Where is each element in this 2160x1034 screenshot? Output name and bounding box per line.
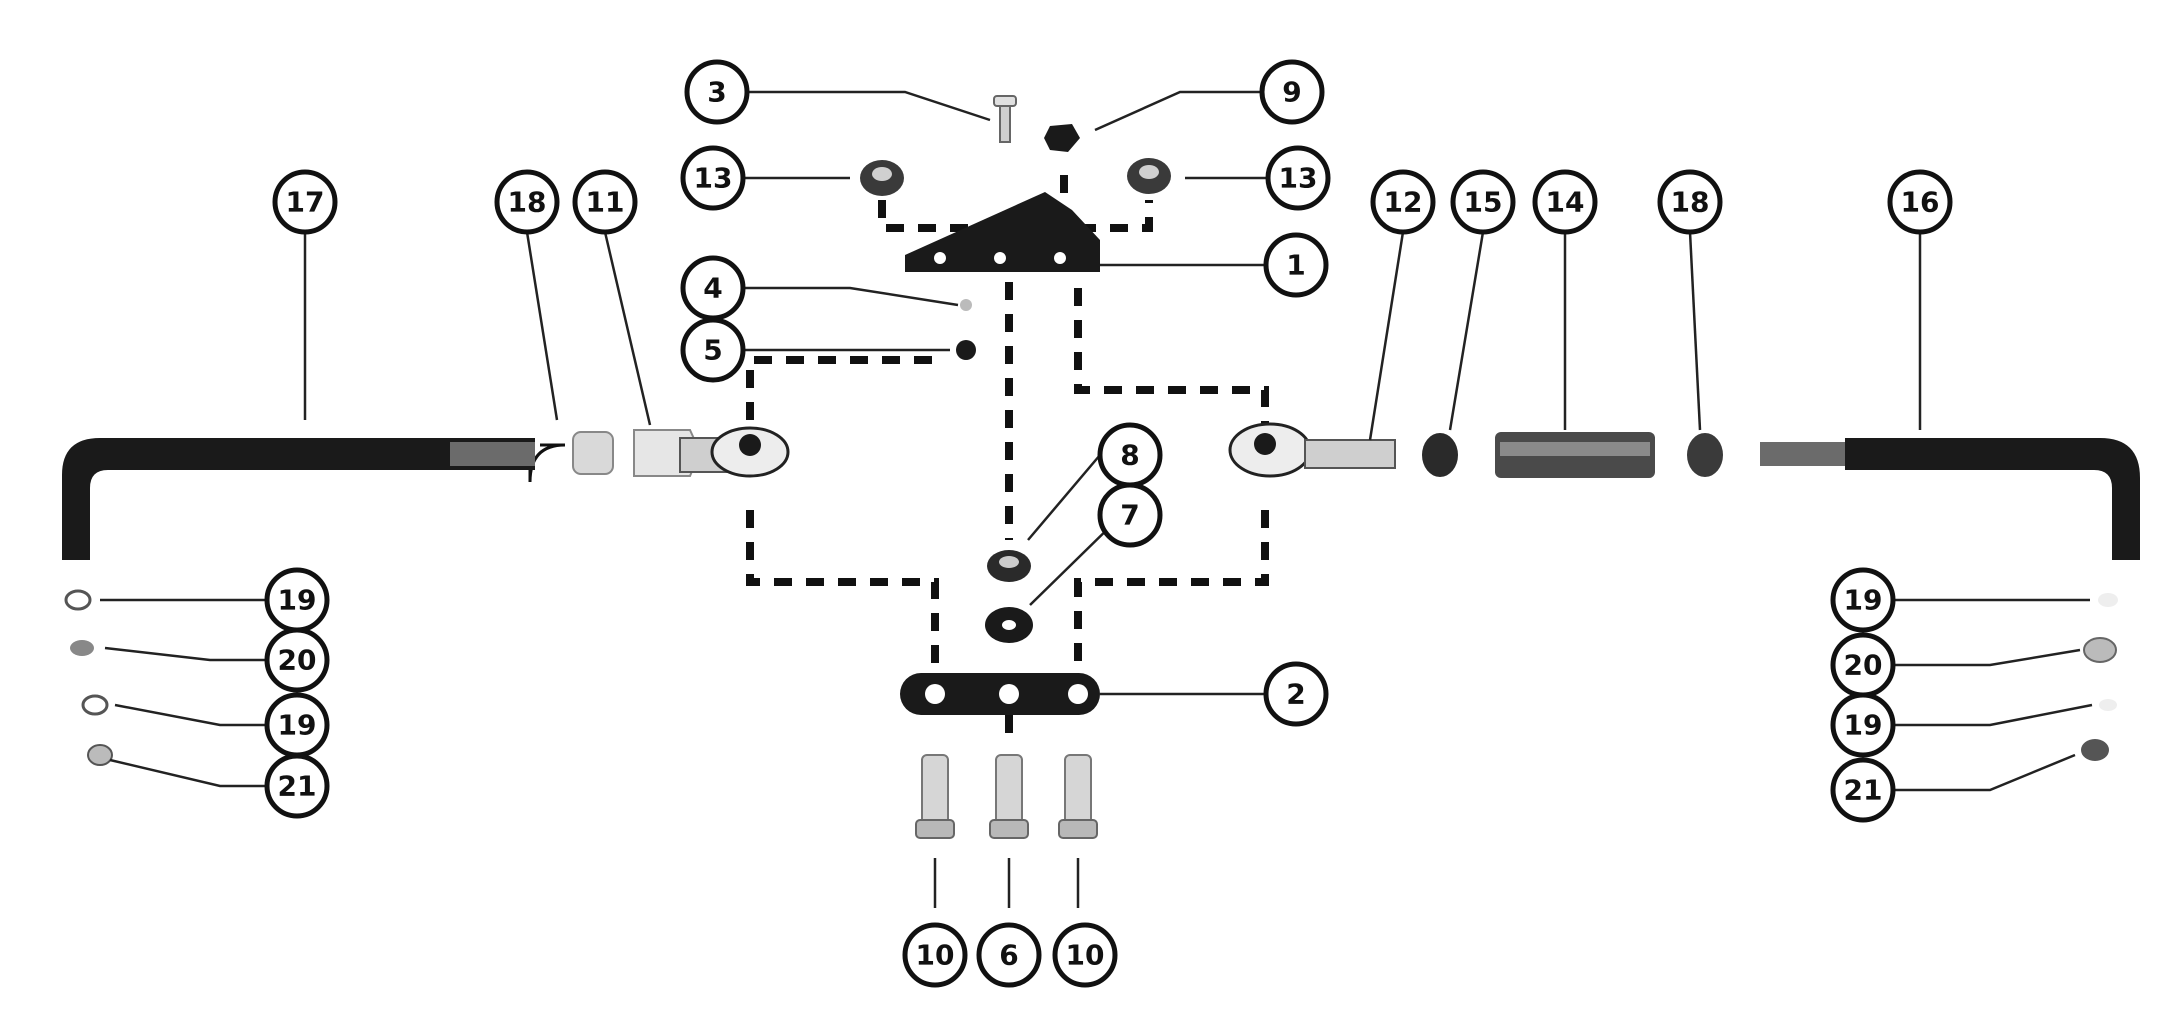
small-washer: [960, 299, 972, 311]
callout-label: 19: [278, 709, 317, 742]
top-screw: [999, 101, 1011, 143]
callout-label: 1: [1286, 249, 1305, 282]
callout-20-left: 20: [264, 627, 330, 693]
right-end-nut: [2081, 739, 2109, 761]
callout-label: 16: [1901, 186, 1940, 219]
callout-label: 12: [1384, 186, 1423, 219]
right-tie-rod-thread: [1760, 442, 1850, 466]
callout-label: 9: [1282, 76, 1301, 109]
callout-label: 19: [1844, 709, 1883, 742]
center-bolt: [989, 754, 1029, 839]
left-end-nut: [87, 744, 113, 766]
callout-15: 15: [1450, 169, 1516, 235]
callout-label: 8: [1120, 439, 1139, 472]
callout-label: 15: [1464, 186, 1503, 219]
callout-label: 20: [278, 644, 317, 677]
upper-steering-bracket: [905, 192, 1100, 272]
callout-label: 21: [278, 770, 317, 803]
right-bolt: [1058, 754, 1098, 839]
right-tie-rod-body: [1845, 438, 2140, 560]
callout-19-left-bottom: 19: [264, 692, 330, 758]
callout-label: 2: [1286, 678, 1305, 711]
callout-label: 3: [707, 76, 726, 109]
callout-label: 5: [703, 334, 722, 367]
callout-12: 12: [1370, 169, 1436, 235]
left-washer-top: [64, 589, 92, 611]
callout-21-right: 21: [1830, 757, 1896, 823]
small-nut: [956, 340, 976, 360]
callout-19-right-bottom: 19: [1830, 692, 1896, 758]
callout-label: 11: [586, 186, 625, 219]
callout-label: 13: [1279, 162, 1318, 195]
callout-14: 14: [1532, 169, 1598, 235]
callout-1: 1: [1263, 232, 1329, 298]
callout-label: 13: [694, 162, 733, 195]
callout-8: 8: [1097, 422, 1163, 488]
top-locknut: [1044, 124, 1080, 152]
callout-10-right: 10: [1052, 922, 1118, 988]
callout-2: 2: [1263, 661, 1329, 727]
callout-label: 10: [1066, 939, 1105, 972]
callout-5: 5: [680, 317, 746, 383]
callout-19-left-top: 19: [264, 567, 330, 633]
callout-label: 7: [1120, 499, 1139, 532]
callout-3: 3: [684, 59, 750, 125]
callout-11: 11: [572, 169, 638, 235]
right-washer-bottom: [2099, 699, 2117, 711]
callout-13-left: 13: [680, 145, 746, 211]
callout-9: 9: [1259, 59, 1325, 125]
right-washer-top: [2098, 593, 2118, 607]
left-ball-stud: [739, 434, 761, 456]
callout-17: 17: [272, 169, 338, 235]
left-tie-rod-body: [62, 438, 535, 560]
callout-label: 17: [286, 186, 325, 219]
callout-label: 10: [916, 939, 955, 972]
right-ball-joint-shank: [1304, 439, 1396, 469]
right-ball-stud: [1254, 433, 1276, 455]
callout-label: 20: [1844, 649, 1883, 682]
callout-21-left: 21: [264, 753, 330, 819]
left-tie-rod: [528, 443, 566, 483]
right-lockwasher: [2083, 637, 2117, 663]
callout-16: 16: [1887, 169, 1953, 235]
callout-label: 4: [703, 272, 722, 305]
left-sleeve: [572, 431, 614, 475]
callout-6: 6: [976, 922, 1042, 988]
callout-13-right: 13: [1265, 145, 1331, 211]
callout-19-right-top: 19: [1830, 567, 1896, 633]
left-bolt: [915, 754, 955, 839]
left-rod-thread: [450, 442, 535, 466]
callout-18-left: 18: [494, 169, 560, 235]
callout-20-right: 20: [1830, 632, 1896, 698]
right-jam-nut: [1422, 433, 1458, 477]
callout-label: 18: [1671, 186, 1710, 219]
leader-lines: [100, 90, 2093, 908]
callout-7: 7: [1097, 482, 1163, 548]
parts: [62, 95, 2140, 839]
callout-label: 19: [278, 584, 317, 617]
callout-label: 6: [999, 939, 1018, 972]
left-washer-bottom: [81, 694, 109, 716]
callout-label: 21: [1844, 774, 1883, 807]
callout-18-right: 18: [1657, 169, 1723, 235]
callout-label: 18: [508, 186, 547, 219]
callout-10-left: 10: [902, 922, 968, 988]
callout-label: 19: [1844, 584, 1883, 617]
callout-label: 14: [1546, 186, 1585, 219]
callout-4: 4: [680, 255, 746, 321]
left-lockwasher: [70, 640, 94, 656]
right-sleeve-nut: [1687, 433, 1723, 477]
